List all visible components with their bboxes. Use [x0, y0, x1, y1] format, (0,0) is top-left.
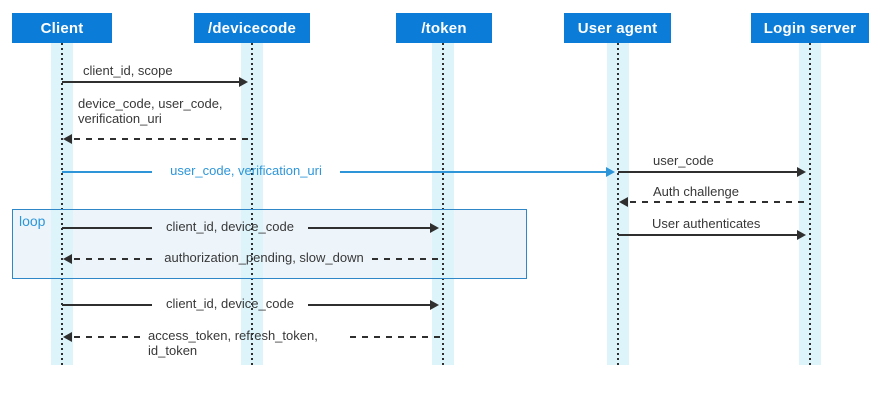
message-line-user-code-verification-uri [62, 171, 152, 173]
message-label-access-token: access_token, refresh_token, id_token [148, 328, 318, 358]
arrowhead-right-icon [430, 223, 439, 233]
message-label-user-code: user_code [653, 153, 714, 168]
message-label-user-code-verification-uri: user_code, verification_uri [170, 163, 322, 178]
message-label-client-id-scope: client_id, scope [83, 63, 173, 78]
actor-devicecode: /devicecode [194, 13, 310, 43]
lifeline-token [442, 43, 444, 368]
message-line-access-token [350, 336, 443, 338]
arrowhead-right-icon [797, 230, 806, 240]
message-line-device-code-return [74, 138, 252, 140]
arrowhead-right-icon [239, 77, 248, 87]
message-label-line2: id_token [148, 343, 198, 358]
arrowhead-left-icon [63, 134, 72, 144]
message-label-client-id-device-code: client_id, device_code [166, 219, 294, 234]
message-line-client-id-device-code [62, 227, 152, 229]
message-label-line2: verification_uri [78, 111, 162, 126]
arrowhead-left-icon [63, 332, 72, 342]
message-line-user-code-verification-uri [340, 171, 606, 173]
message-label-auth-challenge: Auth challenge [653, 184, 740, 199]
arrowhead-left-icon [619, 197, 628, 207]
lifeline-user-agent [617, 43, 619, 368]
message-label-line1: device_code, user_code, [78, 96, 223, 111]
message-line-client-id-device-code [308, 227, 430, 229]
message-line-access-token [74, 336, 144, 338]
message-line-client-id-device-code-2 [308, 304, 430, 306]
actor-login-server: Login server [751, 13, 869, 43]
message-label-user-authenticates: User authenticates [652, 216, 761, 231]
message-label-client-id-device-code-2: client_id, device_code [166, 296, 294, 311]
loop-label: loop [19, 213, 46, 229]
arrowhead-left-icon [63, 254, 72, 264]
arrowhead-right-icon [430, 300, 439, 310]
actor-user-agent: User agent [564, 13, 671, 43]
lifeline-client [61, 43, 63, 368]
lifeline-login-server [809, 43, 811, 368]
loop-frame-border [12, 209, 527, 279]
message-line-authorization-pending [74, 258, 156, 260]
actor-client: Client [12, 13, 112, 43]
message-line-user-authenticates [618, 234, 797, 236]
arrowhead-right-icon [797, 167, 806, 177]
message-label-line1: access_token, refresh_token, [148, 328, 318, 343]
message-line-authorization-pending [372, 258, 443, 260]
message-label-authorization-pending: authorization_pending, slow_down [164, 250, 364, 265]
message-line-auth-challenge [630, 201, 810, 203]
arrowhead-right-blue-icon [606, 167, 615, 177]
lifeline-devicecode [251, 43, 253, 368]
message-label-device-code-return: device_code, user_code, verification_uri [78, 96, 223, 126]
actor-token: /token [396, 13, 492, 43]
message-line-user-code [618, 171, 797, 173]
message-line-client-id-device-code-2 [62, 304, 152, 306]
message-line-client-id-scope [62, 81, 239, 83]
